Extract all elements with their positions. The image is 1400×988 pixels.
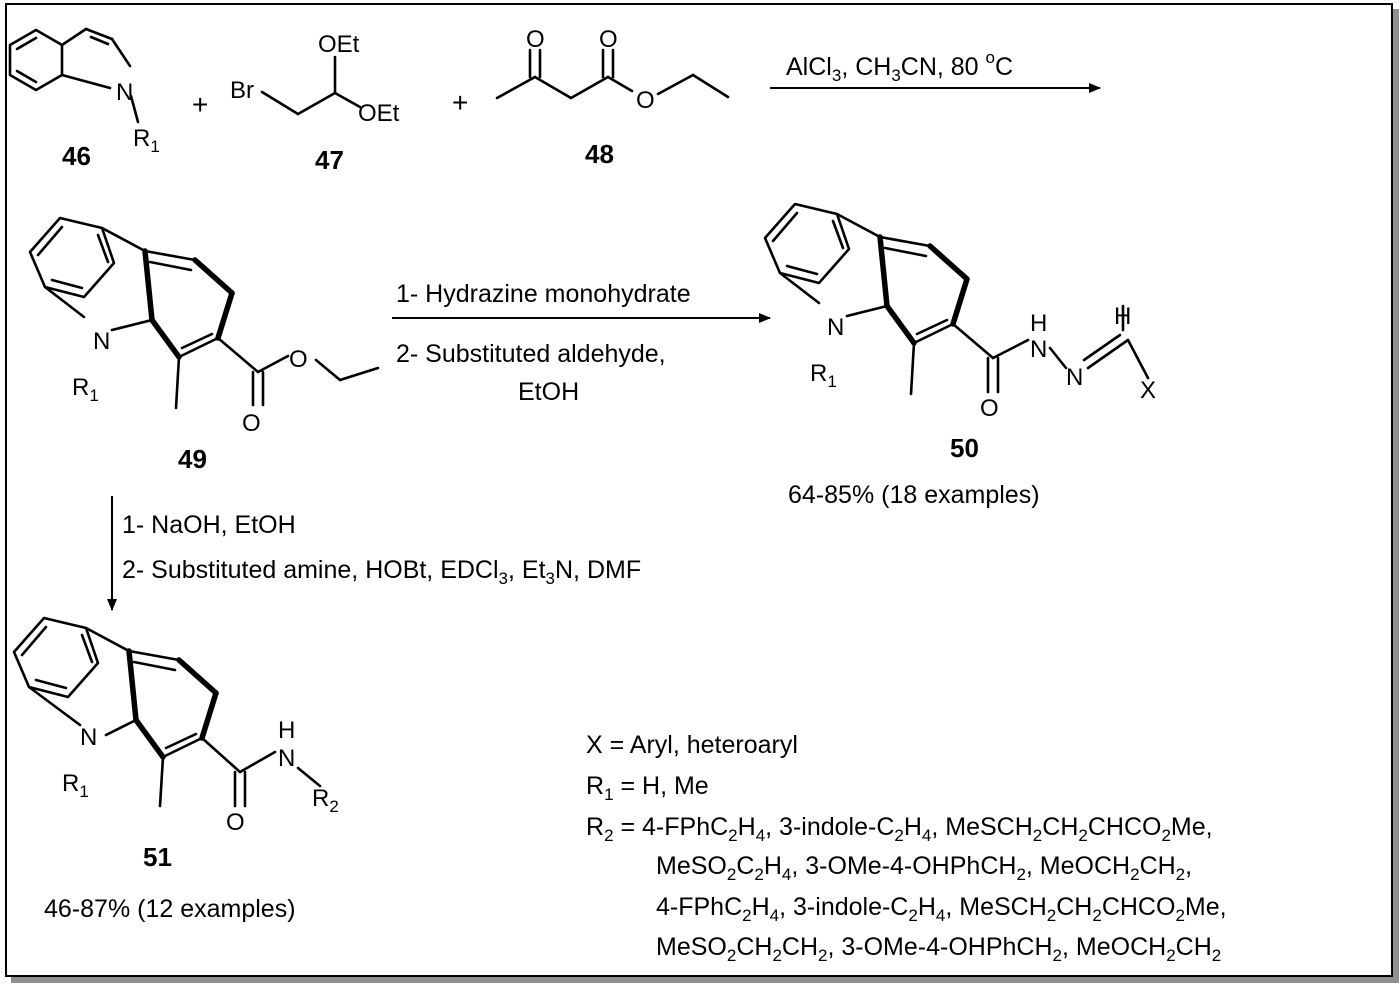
yield-51: 46-87% (12 examples) bbox=[44, 895, 296, 923]
atom-n: N bbox=[93, 328, 110, 355]
conditions-step2-line3: EtOH bbox=[518, 378, 579, 406]
legend-r2-line3: 4-FPhC2H4, 3-indole-C2H4, MeSCH2CH2CHCO2… bbox=[656, 893, 1227, 925]
conditions-step1: AlCl3, CH3CN, 80 oC bbox=[786, 48, 1013, 85]
atom-n-imine: N bbox=[1066, 364, 1083, 391]
compound-51-bold-bonds bbox=[126, 648, 219, 760]
compound-label-49: 49 bbox=[178, 444, 207, 474]
atom-n: N bbox=[80, 724, 97, 751]
compound-label-46: 46 bbox=[62, 141, 91, 171]
atom-n: N bbox=[827, 314, 844, 341]
atom-h-imine: H bbox=[1114, 303, 1131, 330]
conditions-step3-line1: 1- NaOH, EtOH bbox=[122, 511, 296, 539]
atom-br: Br bbox=[230, 77, 254, 104]
atom-r1: R1 bbox=[62, 770, 89, 801]
atom-x: X bbox=[1140, 377, 1156, 404]
atom-r1: R1 bbox=[72, 374, 99, 405]
plus-sign: + bbox=[452, 87, 468, 118]
atom-n-hydrazide: N bbox=[1030, 336, 1047, 363]
atom-o-ketone: O bbox=[526, 26, 545, 53]
compound-label-48: 48 bbox=[585, 139, 614, 169]
atom-r1: R1 bbox=[133, 125, 160, 156]
atom-r2: R2 bbox=[312, 785, 339, 816]
legend-r2-line2: MeSO2C2H4, 3-OMe-4-OHPhCH2, MeOCH2CH2, bbox=[656, 852, 1192, 884]
conditions-step3-line2: 2- Substituted amine, HOBt, EDCl3, Et3N,… bbox=[122, 556, 641, 588]
atom-n-amide: N bbox=[278, 745, 295, 772]
compound-49-bold-bonds bbox=[142, 248, 235, 360]
compound-47 bbox=[260, 55, 362, 116]
atom-o-carbonyl: O bbox=[242, 410, 261, 437]
atom-r1: R1 bbox=[810, 360, 837, 391]
scheme-frame bbox=[5, 3, 1393, 977]
atom-o-ester-carbonyl: O bbox=[599, 26, 618, 53]
compound-50-bold-bonds bbox=[877, 234, 970, 346]
yield-50: 64-85% (18 examples) bbox=[788, 481, 1040, 509]
compound-label-47: 47 bbox=[315, 145, 344, 175]
compound-46 bbox=[8, 27, 140, 124]
legend-x: X = Aryl, heteroaryl bbox=[586, 731, 798, 759]
compound-label-51: 51 bbox=[143, 842, 172, 872]
compound-48 bbox=[495, 48, 730, 100]
legend-r2-line1: R2 = 4-FPhC2H4, 3-indole-C2H4, MeSCH2CH2… bbox=[586, 813, 1213, 845]
atom-o-ester: O bbox=[289, 346, 308, 373]
atom-nh-h: H bbox=[278, 717, 295, 744]
atom-o-carbonyl: O bbox=[226, 809, 245, 836]
atom-n: N bbox=[116, 79, 133, 106]
atom-o-ester: O bbox=[636, 87, 655, 114]
legend-r2-line4: MeSO2CH2CH2, 3-OMe-4-OHPhCH2, MeOCH2CH2 bbox=[656, 933, 1221, 965]
plus-sign: + bbox=[192, 89, 208, 120]
legend-r1: R1 = H, Me bbox=[586, 772, 709, 804]
atom-o-carbonyl: O bbox=[980, 395, 999, 422]
compound-label-50: 50 bbox=[950, 433, 979, 463]
conditions-step2-line1: 1- Hydrazine monohydrate bbox=[396, 280, 691, 308]
atom-oet-top: OEt bbox=[318, 31, 360, 58]
conditions-step2-line2: 2- Substituted aldehyde, bbox=[396, 340, 666, 368]
compound-51 bbox=[12, 616, 322, 808]
atom-nh-h: H bbox=[1030, 310, 1047, 337]
atom-oet-bottom: OEt bbox=[358, 100, 400, 127]
